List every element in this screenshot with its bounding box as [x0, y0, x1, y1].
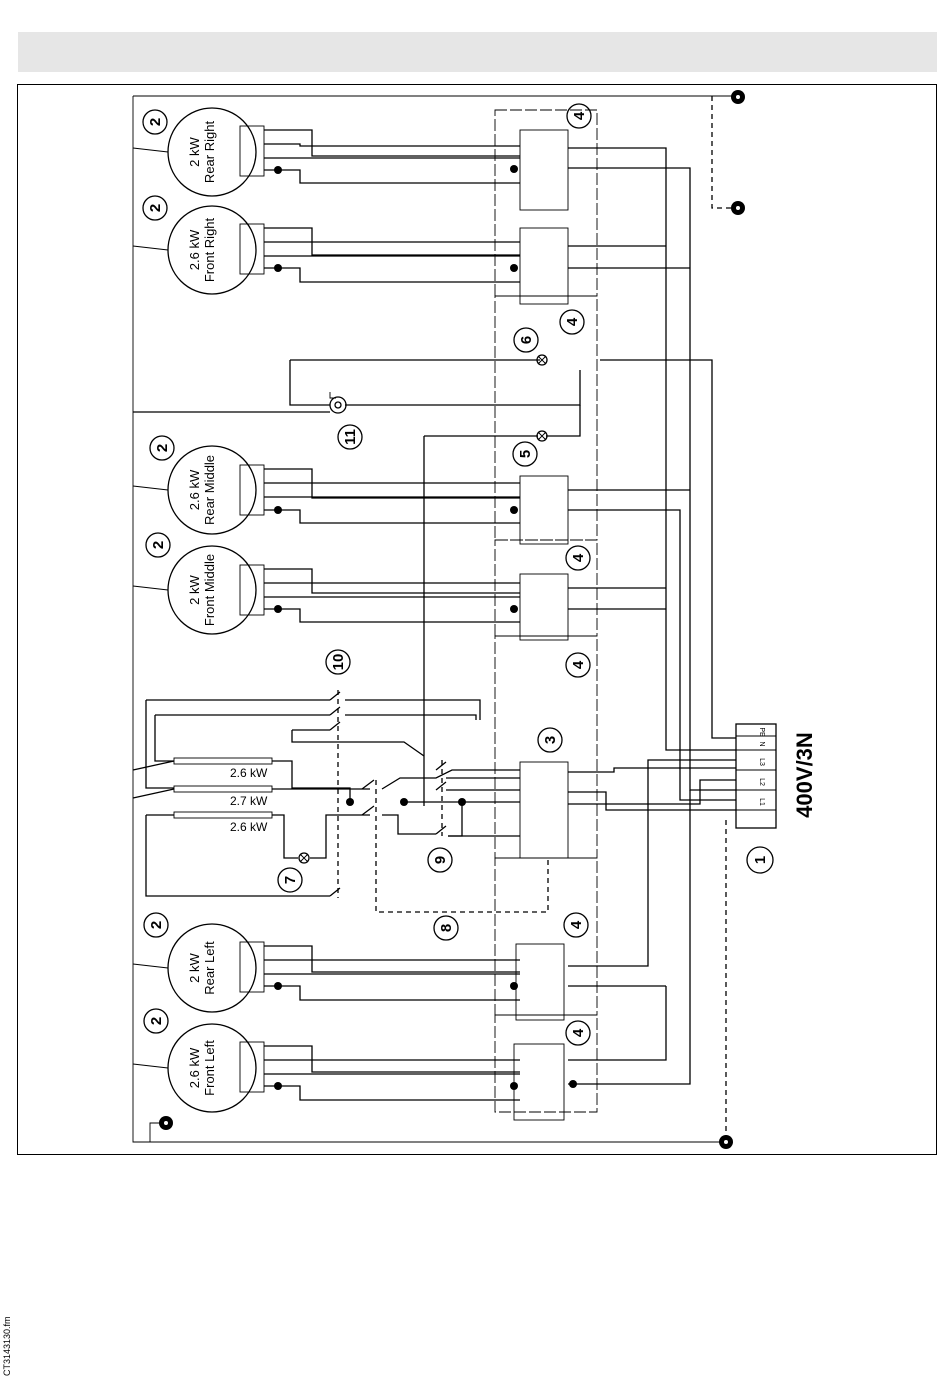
zone-power-label: 2.6 kW — [187, 229, 202, 270]
callout-circles — [143, 104, 773, 1045]
zone-position-label: Front Middle — [202, 554, 217, 626]
supply-wiring — [568, 148, 736, 1084]
earth-wire-left — [133, 96, 720, 1142]
zone-power-label: 2 kW — [187, 952, 202, 982]
supply-voltage-label: 400V/3N — [792, 732, 817, 818]
callout-label: 2 — [147, 118, 164, 126]
callout-label: 7 — [282, 876, 299, 884]
callout-label: 2 — [148, 1017, 165, 1025]
callout-label: 1 — [752, 856, 769, 864]
callout-label: 3 — [542, 736, 559, 744]
callout-label: 5 — [517, 450, 534, 458]
energy-regulators — [495, 110, 597, 1120]
callout-label: 2 — [150, 541, 167, 549]
zone-position-label: Front Right — [202, 217, 217, 282]
callout-label: 4 — [564, 317, 581, 326]
earth-link-right — [712, 96, 738, 208]
lamp-icon — [299, 355, 547, 863]
zone-position-label: Rear Left — [202, 941, 217, 995]
callout-label: 4 — [570, 553, 587, 562]
callout-label: 4 — [568, 920, 585, 929]
callout-label: 4 — [570, 660, 587, 669]
zone-position-label: Rear Right — [202, 121, 217, 184]
callout-label: 6 — [518, 336, 535, 344]
callout-label: 2 — [147, 204, 164, 212]
file-footer: CT3143130.fm — [2, 1316, 12, 1376]
terminal-label: L2 — [758, 778, 765, 786]
earth-terminal-icon — [159, 90, 745, 1149]
zone-position-label: Front Left — [202, 1040, 217, 1096]
terminal-label: L1 — [758, 798, 765, 806]
callout-label: 4 — [571, 111, 588, 120]
oven-elements — [133, 700, 520, 896]
dashed-links — [338, 690, 548, 912]
callout-label: 2 — [148, 921, 165, 929]
oven-element-label: 2.7 kW — [230, 794, 268, 808]
zone-power-label: 2.6 kW — [187, 1047, 202, 1088]
callout-label: 11 — [342, 429, 359, 445]
zone-wiring — [264, 130, 520, 1100]
fan-icon — [330, 392, 346, 413]
oven-element-label: 2.6 kW — [230, 766, 268, 780]
zone-power-label: 2.6 kW — [187, 469, 202, 510]
callout-label: 9 — [432, 856, 449, 864]
terminal-label: N — [758, 741, 765, 746]
callout-label: 8 — [438, 924, 455, 932]
zone-power-label: 2 kW — [187, 136, 202, 166]
supply-terminal-block — [736, 724, 776, 828]
callout-label: 4 — [570, 1028, 587, 1037]
terminal-label: L3 — [758, 758, 765, 766]
oven-element-label: 2.6 kW — [230, 820, 268, 834]
zone-power-label: 2 kW — [187, 574, 202, 604]
terminal-label: PE — [758, 727, 765, 737]
callout-label: 2 — [154, 444, 171, 452]
zone-position-label: Rear Middle — [202, 455, 217, 525]
callout-label: 10 — [330, 654, 347, 671]
